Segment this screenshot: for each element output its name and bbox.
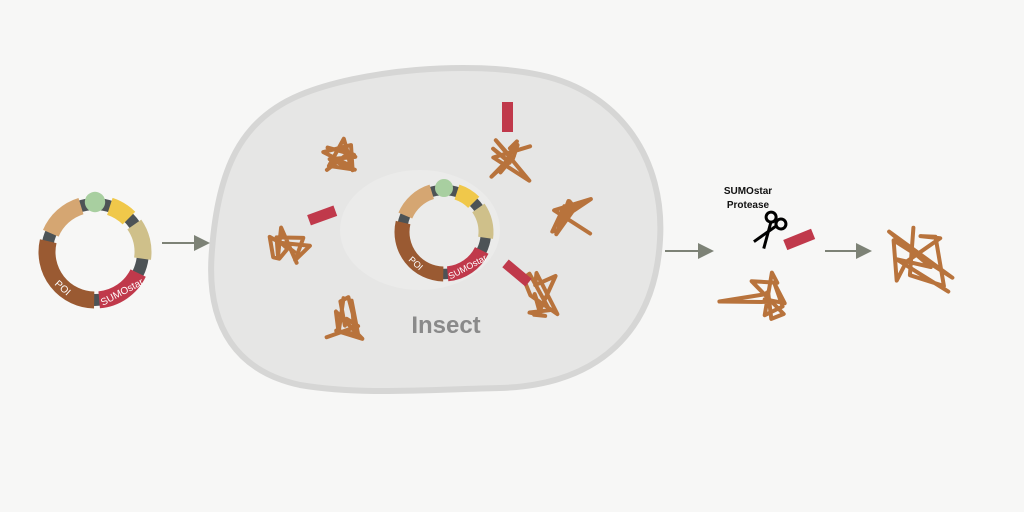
protease-label-line1: SUMOstar (724, 186, 772, 197)
tan-segment (398, 184, 435, 219)
origin-circle (84, 191, 106, 213)
tan-segment (42, 197, 84, 237)
protease-label-line2: Protease (727, 200, 770, 211)
origin-circle (435, 179, 453, 197)
protein-tangle (321, 136, 358, 173)
sumostar-tag (307, 205, 338, 226)
protein-tangle (550, 197, 593, 237)
protein-tangle (267, 225, 312, 265)
khaki-segment (472, 203, 494, 239)
poi-segment (38, 239, 95, 309)
sumostar-tag (502, 259, 532, 287)
yellow-segment (454, 184, 480, 209)
protein-tangle (324, 295, 365, 341)
protein-tangle (489, 138, 533, 183)
protein-tangle (887, 225, 955, 294)
sumostar-segment (446, 246, 489, 282)
khaki-segment (127, 219, 152, 260)
poi-segment (394, 220, 444, 282)
protein-tangle (521, 271, 560, 318)
host-label: Insect (411, 312, 480, 339)
sumostar-tag (502, 102, 513, 132)
protein-tangle (717, 270, 787, 321)
yellow-segment (106, 197, 136, 225)
sumostar-segment (98, 268, 146, 309)
scissors-icon (753, 210, 788, 249)
sumostar-tag (783, 228, 816, 251)
